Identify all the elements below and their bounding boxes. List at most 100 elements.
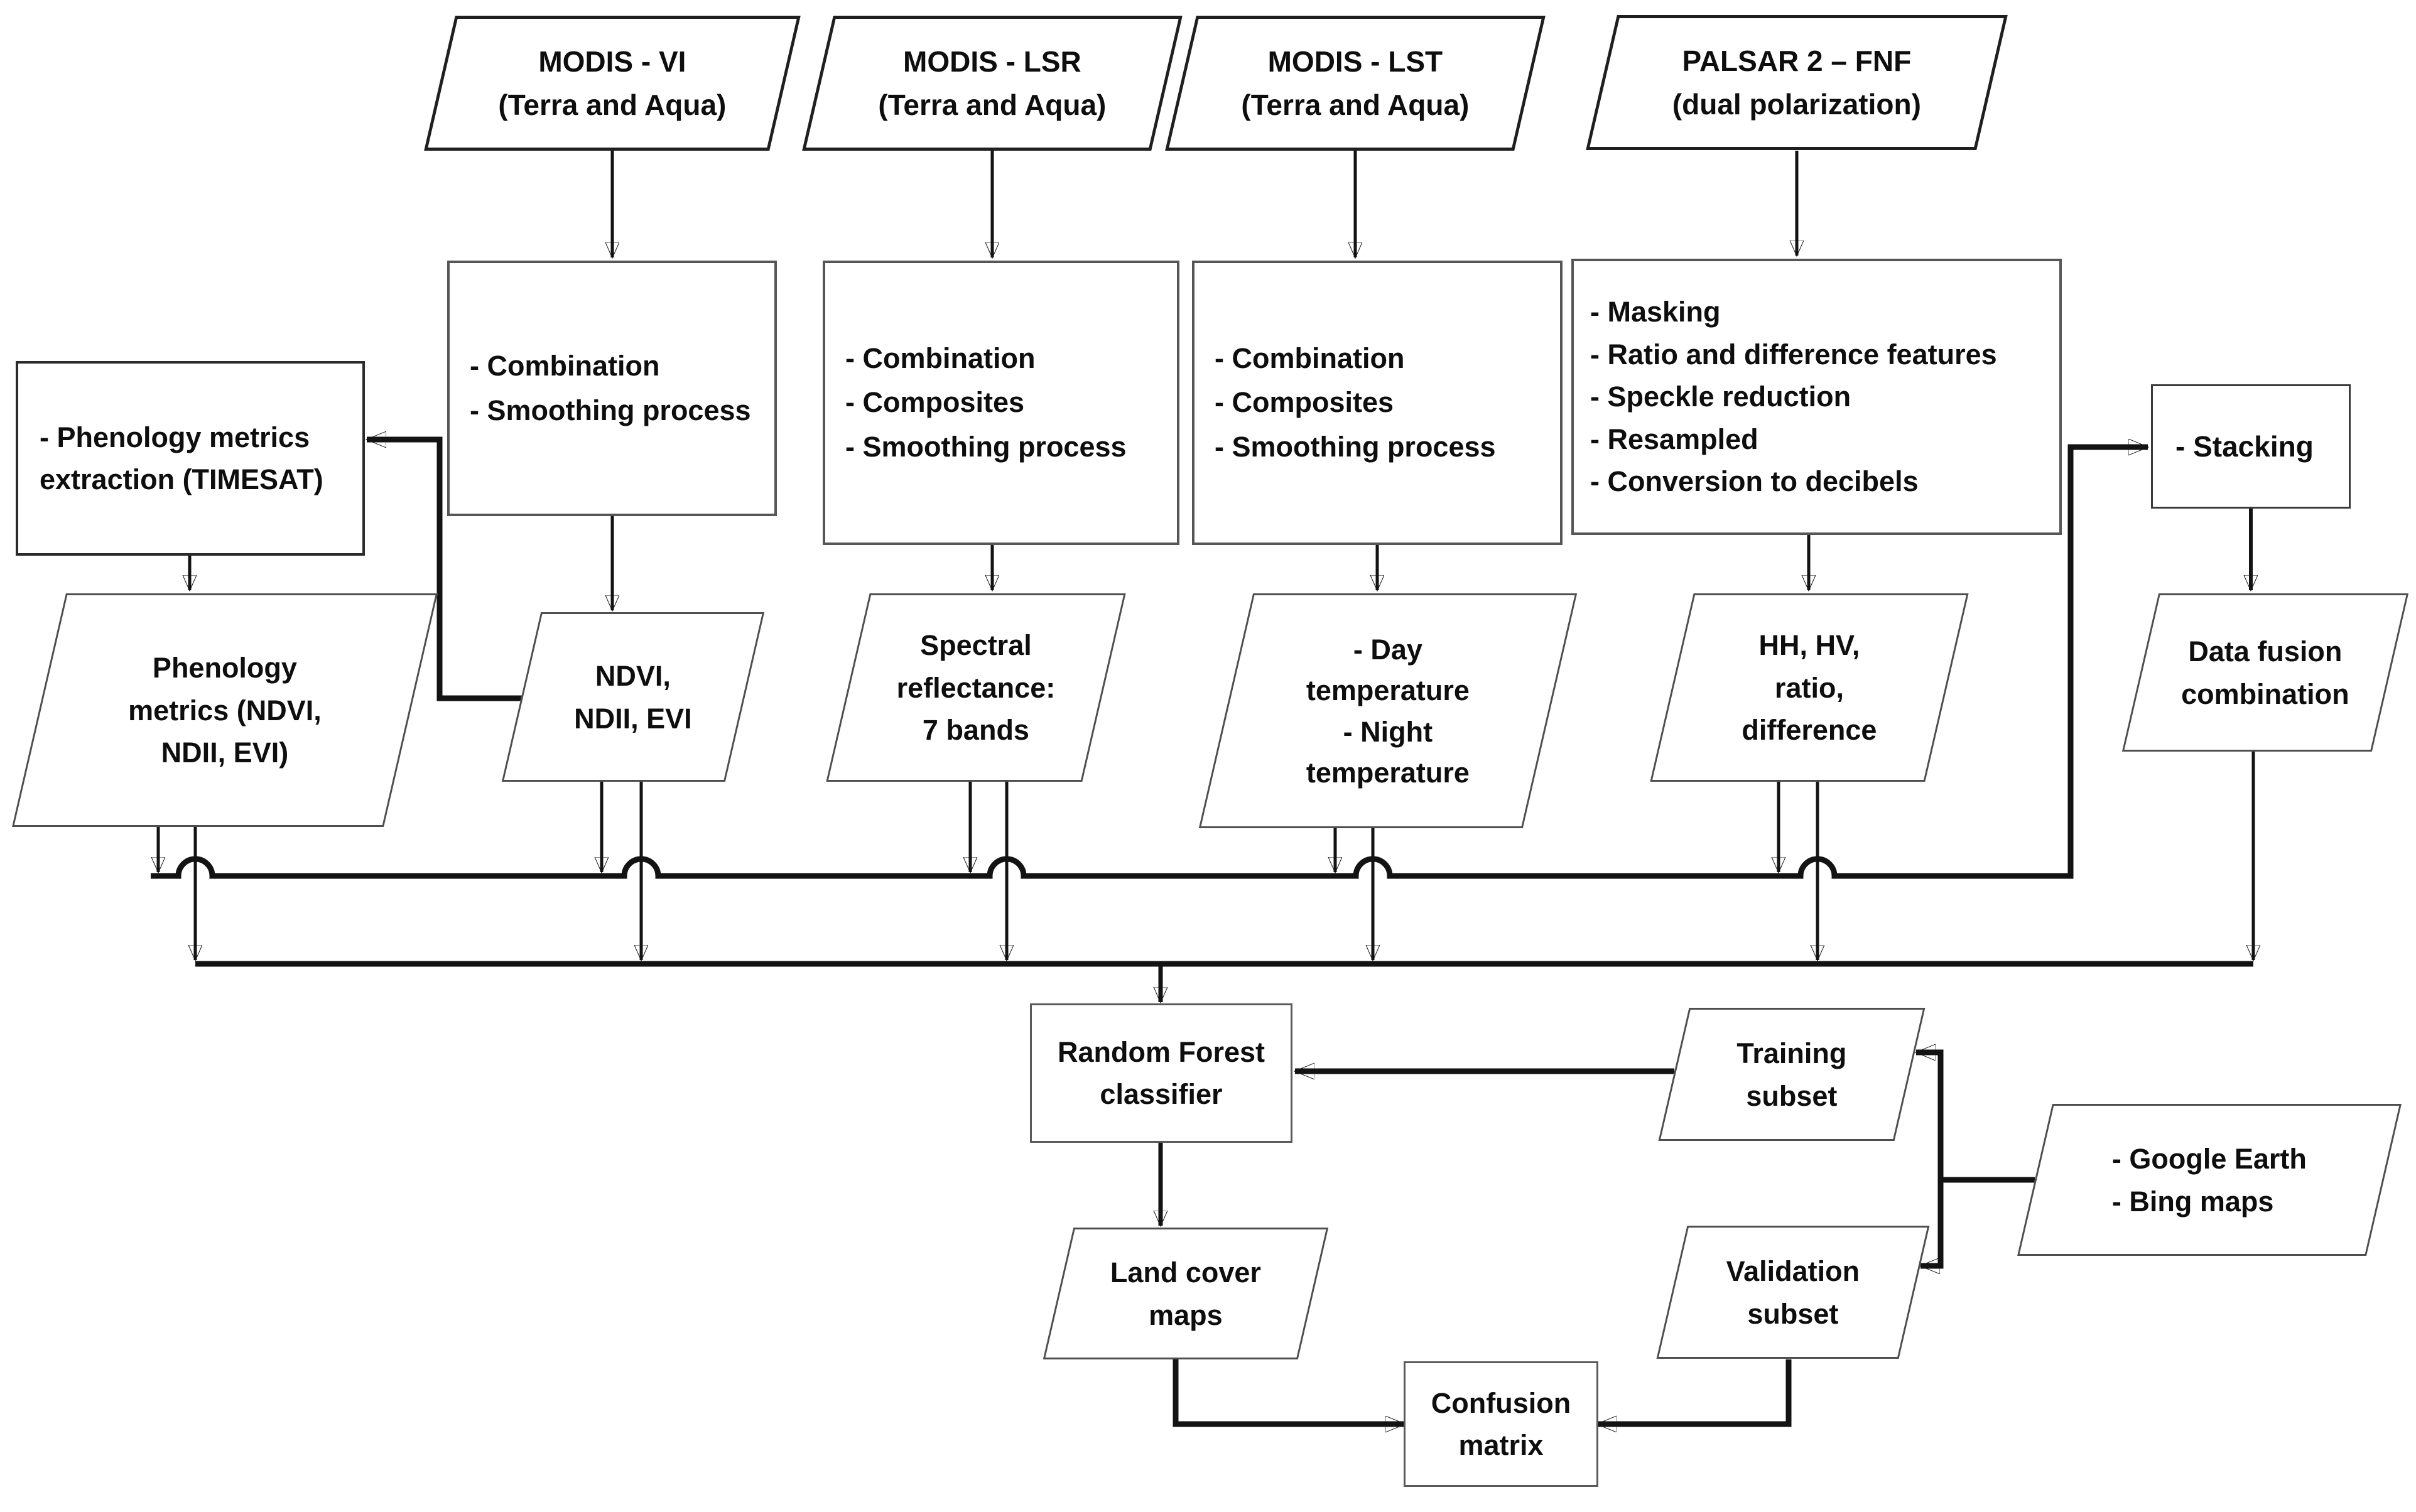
node-modis-lsr-label: MODIS - LSR (Terra and Aqua) bbox=[821, 40, 1164, 127]
edge-validation-to-confusion bbox=[1597, 1359, 1792, 1424]
node-modis-lst: MODIS - LST (Terra and Aqua) bbox=[1165, 16, 1546, 151]
node-random-forest-label: Random Forest classifier bbox=[1032, 1031, 1291, 1116]
node-phenology-extraction-label: - Phenology metrics extraction (TIMESAT) bbox=[18, 416, 362, 501]
node-proc-vi: - Combination - Smoothing process bbox=[447, 261, 777, 516]
node-proc-palsar-label: - Masking - Ratio and difference feature… bbox=[1574, 291, 2059, 503]
text-line: temperature bbox=[1306, 674, 1470, 706]
node-data-fusion: Data fusion combination bbox=[2121, 593, 2409, 752]
text-line: PALSAR 2 – FNF bbox=[1682, 44, 1912, 77]
text-line: - Phenology metrics bbox=[40, 421, 310, 453]
text-line: - Bing maps bbox=[2111, 1185, 2274, 1217]
text-line: Validation bbox=[1726, 1255, 1860, 1287]
node-hh-hv-ratio-difference-label: HH, HV, ratio, difference bbox=[1674, 624, 1945, 752]
node-training-subset: Training subset bbox=[1658, 1008, 1926, 1141]
text-line: - Night bbox=[1343, 715, 1433, 747]
text-line: 7 bands bbox=[922, 713, 1030, 746]
node-proc-lst: - Combination - Composites - Smoothing p… bbox=[1192, 261, 1563, 545]
text-line: temperature bbox=[1306, 756, 1470, 789]
text-line: - Combination bbox=[470, 350, 660, 382]
text-line: extraction (TIMESAT) bbox=[40, 463, 323, 495]
node-ndvi-ndii-evi: NDVI, NDII, EVI bbox=[501, 612, 765, 782]
node-training-subset-label: Training subset bbox=[1676, 1032, 1908, 1117]
node-phenology-metrics-label: Phenology metrics (NDVI, NDII, EVI) bbox=[41, 647, 409, 774]
node-modis-lst-label: MODIS - LST (Terra and Aqua) bbox=[1184, 40, 1527, 127]
node-proc-palsar: - Masking - Ratio and difference feature… bbox=[1571, 259, 2062, 535]
text-line: difference bbox=[1742, 713, 1877, 746]
edge-landcover-to-confusion bbox=[1173, 1359, 1405, 1424]
node-google-bing-label: - Google Earth - Bing maps bbox=[2112, 1138, 2307, 1223]
node-data-fusion-label: Data fusion combination bbox=[2142, 630, 2388, 715]
node-land-cover-maps: Land cover maps bbox=[1043, 1228, 1329, 1359]
node-confusion-matrix-label: Confusion matrix bbox=[1406, 1382, 1596, 1467]
node-proc-vi-label: - Combination - Smoothing process bbox=[450, 344, 774, 432]
node-hh-hv-ratio-difference: HH, HV, ratio, difference bbox=[1650, 593, 1969, 782]
node-land-cover-maps-label: Land cover maps bbox=[1060, 1251, 1311, 1336]
node-proc-lsr-label: - Combination - Composites - Smoothing p… bbox=[825, 337, 1177, 469]
text-line: NDII, EVI) bbox=[161, 736, 289, 769]
node-palsar-fnf: PALSAR 2 – FNF (dual polarization) bbox=[1586, 15, 2008, 150]
node-confusion-matrix: Confusion matrix bbox=[1404, 1361, 1598, 1487]
text-line: - Masking bbox=[1590, 296, 1721, 328]
upper-bus-to-stacking bbox=[151, 447, 2148, 879]
text-line: - Day bbox=[1353, 633, 1423, 666]
text-line: reflectance: bbox=[896, 671, 1056, 704]
text-line: - Resampled bbox=[1590, 423, 1758, 455]
node-random-forest: Random Forest classifier bbox=[1030, 1003, 1292, 1143]
text-line: - Stacking bbox=[2175, 429, 2314, 463]
text-line: Land cover bbox=[1110, 1256, 1262, 1288]
node-modis-lsr: MODIS - LSR (Terra and Aqua) bbox=[802, 16, 1183, 151]
text-line: Random Forest bbox=[1057, 1035, 1265, 1068]
node-validation-subset: Validation subset bbox=[1656, 1226, 1930, 1359]
node-day-night-temperature: - Day temperature - Night temperature bbox=[1198, 593, 1578, 828]
text-line: HH, HV, bbox=[1758, 629, 1860, 661]
text-line: (dual polarization) bbox=[1672, 87, 1922, 121]
text-line: - Smoothing process bbox=[470, 394, 751, 426]
text-line: (Terra and Aqua) bbox=[878, 88, 1107, 121]
text-line: Spectral bbox=[920, 629, 1032, 661]
edge-google-to-validation bbox=[1920, 1223, 1944, 1266]
node-stacking-label: - Stacking bbox=[2153, 425, 2349, 468]
node-phenology-metrics: Phenology metrics (NDVI, NDII, EVI) bbox=[12, 593, 438, 827]
text-line: MODIS - LSR bbox=[903, 45, 1081, 78]
node-day-night-temperature-label: - Day temperature - Night temperature bbox=[1228, 629, 1548, 793]
text-line: - Smoothing process bbox=[1215, 430, 1496, 463]
node-ndvi-ndii-evi-label: NDVI, NDII, EVI bbox=[523, 655, 743, 740]
node-spectral-reflectance-label: Spectral reflectance: 7 bands bbox=[850, 624, 1102, 752]
node-validation-subset-label: Validation subset bbox=[1674, 1250, 1912, 1335]
text-line: maps bbox=[1149, 1299, 1223, 1331]
text-line: (Terra and Aqua) bbox=[498, 88, 727, 121]
text-line: - Combination bbox=[1215, 342, 1405, 375]
text-line: Training bbox=[1736, 1037, 1847, 1069]
text-line: classifier bbox=[1100, 1078, 1223, 1110]
text-line: metrics (NDVI, bbox=[128, 694, 322, 726]
node-phenology-extraction: - Phenology metrics extraction (TIMESAT) bbox=[16, 361, 365, 556]
text-line: NDVI, bbox=[595, 659, 671, 692]
node-stacking: - Stacking bbox=[2151, 384, 2351, 509]
text-line: MODIS - VI bbox=[538, 45, 686, 78]
text-line: - Ratio and difference features bbox=[1590, 338, 1997, 370]
text-line: subset bbox=[1746, 1079, 1838, 1111]
node-proc-lsr: - Combination - Composites - Smoothing p… bbox=[823, 261, 1179, 545]
text-line: - Composites bbox=[845, 386, 1025, 419]
text-line: Confusion bbox=[1431, 1386, 1571, 1419]
node-modis-vi: MODIS - VI (Terra and Aqua) bbox=[424, 16, 801, 151]
text-line: (Terra and Aqua) bbox=[1241, 88, 1470, 121]
node-modis-vi-label: MODIS - VI (Terra and Aqua) bbox=[443, 40, 782, 127]
node-spectral-reflectance: Spectral reflectance: 7 bands bbox=[826, 593, 1126, 782]
text-line: - Combination bbox=[845, 342, 1036, 375]
text-line: Phenology bbox=[152, 651, 297, 684]
text-line: - Conversion to decibels bbox=[1590, 465, 1919, 498]
text-line: NDII, EVI bbox=[574, 702, 692, 734]
text-line: MODIS - LST bbox=[1267, 45, 1443, 78]
text-line: matrix bbox=[1458, 1429, 1544, 1461]
edge-ndvi-to-phenology-extraction bbox=[367, 440, 523, 701]
text-line: ratio, bbox=[1774, 671, 1845, 704]
edge-google-to-training bbox=[1916, 1052, 1944, 1096]
text-line: - Smoothing process bbox=[845, 430, 1127, 463]
node-proc-lst-label: - Combination - Composites - Smoothing p… bbox=[1194, 337, 1560, 469]
text-line: subset bbox=[1747, 1297, 1839, 1329]
text-line: - Google Earth bbox=[2111, 1142, 2307, 1175]
text-line: combination bbox=[2181, 678, 2349, 710]
text-line: - Composites bbox=[1215, 386, 1394, 419]
